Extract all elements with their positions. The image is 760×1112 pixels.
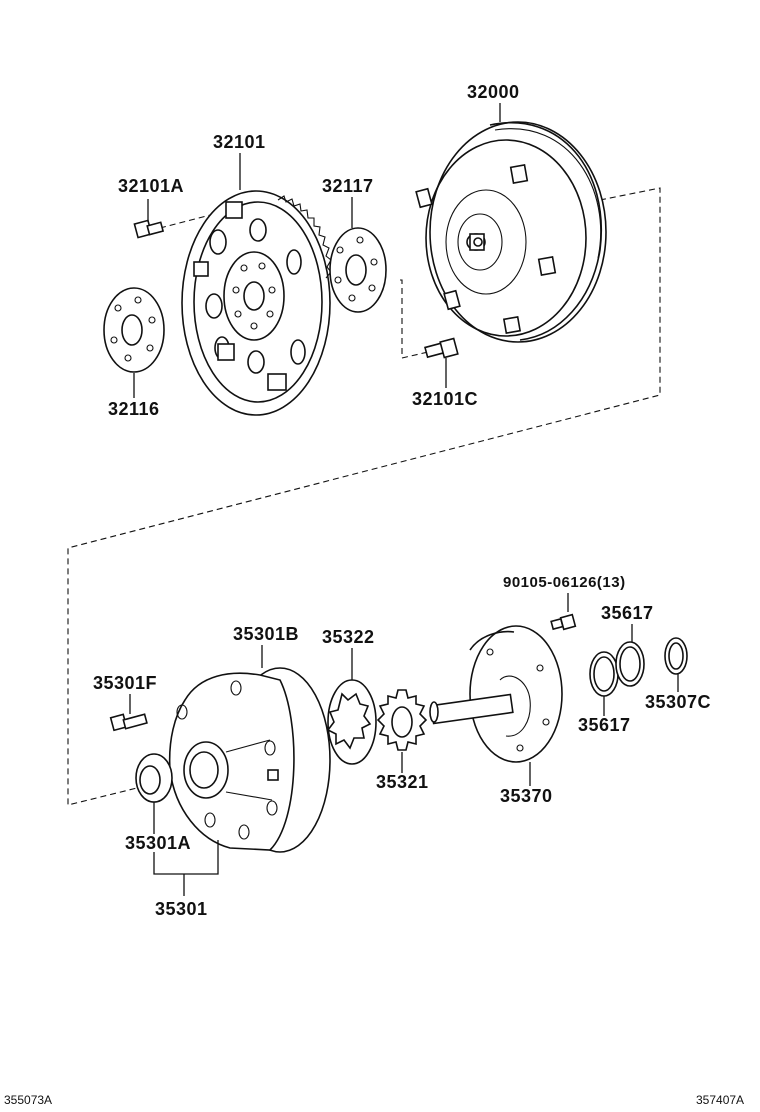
footer-right-code: 357407A (696, 1093, 744, 1107)
torque-converter-32000[interactable] (415, 121, 607, 343)
label-32000: 32000 (467, 82, 520, 102)
label-35301a: 35301A (125, 833, 191, 853)
bolt-90105-06126[interactable] (550, 613, 577, 631)
leader-lines (129, 103, 679, 896)
label-32101: 32101 (213, 132, 266, 152)
label-35322: 35322 (322, 627, 375, 647)
label-90105-06126: 90105-06126(13) (503, 574, 626, 591)
flexplate-32101[interactable] (181, 190, 332, 416)
assembly-boundary-line (67, 187, 661, 806)
seal-ring-35617-a[interactable] (589, 651, 619, 697)
oil-seal-35301a[interactable] (135, 753, 173, 803)
stator-shaft-35370[interactable] (429, 625, 563, 763)
bolt-32101c[interactable] (424, 337, 459, 359)
label-35370: 35370 (500, 786, 553, 806)
driven-gear-35322[interactable] (326, 679, 377, 765)
drive-gear-35321[interactable] (376, 689, 428, 751)
label-32101c: 32101C (412, 389, 478, 409)
label-35617-top: 35617 (601, 603, 654, 623)
label-32117: 32117 (322, 176, 374, 196)
label-35301f: 35301F (93, 673, 157, 693)
spacer-32116[interactable] (103, 287, 165, 373)
label-35307c: 35307C (645, 692, 711, 712)
bolt-35301f[interactable] (109, 713, 148, 732)
seal-ring-35307c[interactable] (664, 637, 688, 675)
label-35301: 35301 (155, 899, 208, 919)
bolt-alignment-line (400, 279, 429, 359)
label-35617-bottom: 35617 (578, 715, 631, 735)
oil-pump-body-35301b[interactable] (168, 667, 331, 853)
spacer-32117[interactable] (329, 227, 387, 313)
seal-ring-35617-b[interactable] (615, 641, 645, 687)
label-32101a: 32101A (118, 176, 184, 196)
bolt-32101a[interactable] (133, 219, 165, 239)
label-35301b: 35301B (233, 624, 299, 644)
label-35321: 35321 (376, 772, 429, 792)
footer-left-code: 355073A (4, 1093, 52, 1107)
label-32116: 32116 (108, 399, 160, 419)
